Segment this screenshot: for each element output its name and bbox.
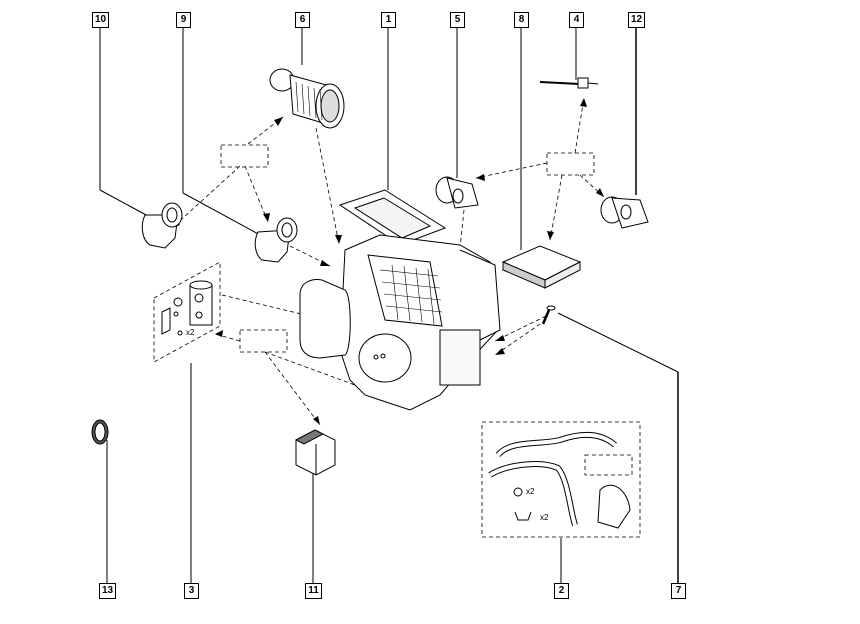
callout-5[interactable]: 5 [450,12,465,28]
callout-8[interactable]: 8 [514,12,529,28]
part-11-resistor [294,429,336,476]
leader-line-10b [99,189,149,217]
ref-box-right-top [546,152,595,176]
part-1-heater-housing [299,189,501,411]
callout-2[interactable]: 2 [554,583,569,599]
part-6-blower-motor [269,68,345,129]
ref-box-middle [239,329,288,353]
callout-3[interactable]: 3 [184,583,199,599]
ref-box-left-top [220,144,269,168]
part-12-actuator [600,196,649,229]
callout-6[interactable]: 6 [295,12,310,28]
leader-line-7 [557,312,679,373]
callout-11[interactable]: 11 [305,583,322,599]
part-4-sensor [539,77,599,89]
leader-line-9b [182,192,263,237]
callout-7[interactable]: 7 [671,583,686,599]
kit2-clip-qty-label: x2 [540,513,549,522]
part-10-actuator [141,202,183,249]
callout-9[interactable]: 9 [176,12,191,28]
part-13-cap [91,419,109,445]
part-9-actuator [254,217,298,263]
part-5-actuator [435,176,479,209]
part-7-screw [541,305,556,325]
ref-box-kit2 [584,454,633,476]
kit2-oring-qty-label: x2 [526,487,535,496]
kit3-frame [153,261,221,363]
callout-12[interactable]: 12 [628,12,645,28]
part-8-control-module [501,245,582,289]
callout-1[interactable]: 1 [381,12,396,28]
callout-13[interactable]: 13 [99,583,116,599]
part-2-pipe-kit [488,432,631,529]
callout-4[interactable]: 4 [569,12,584,28]
part-3-expansion-valve [161,280,213,336]
callout-10[interactable]: 10 [92,12,109,28]
kit2-frame [481,421,641,538]
kit3-qty-label: x2 [186,328,195,337]
